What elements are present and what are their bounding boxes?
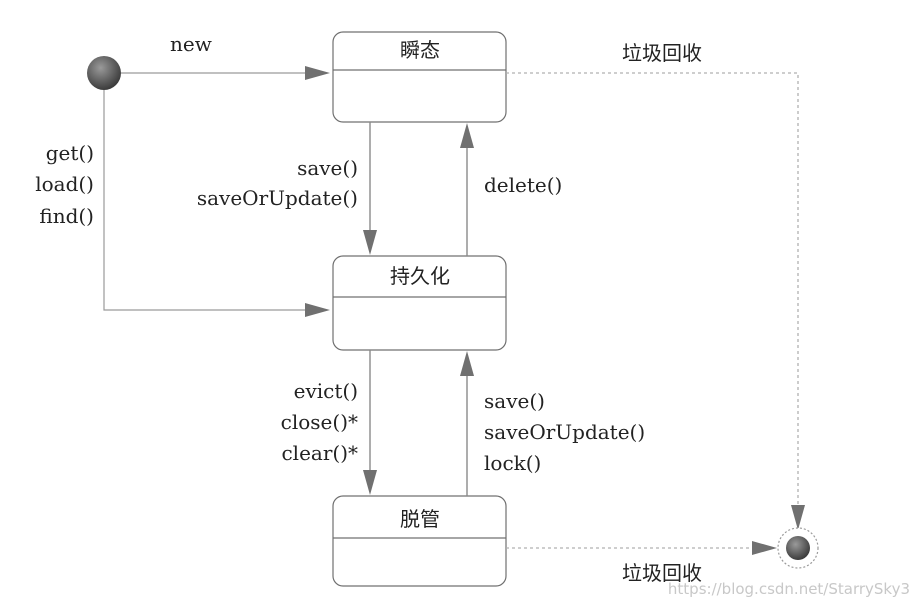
state-transient: 瞬态 [332,31,507,123]
watermark: https://blog.csdn.net/StarrySky3 [667,580,910,598]
edge-persistent-to-detached [363,350,377,495]
label-find: find() [39,204,94,228]
state-detached: 脱管 [332,495,507,587]
label-gc-top: 垃圾回收 [622,41,702,65]
label-save: save() [297,156,358,180]
edge-detached-to-persistent [460,351,474,496]
label-saveOrUpdate: saveOrUpdate() [197,186,358,210]
edge-get-load-find [103,90,330,317]
state-persistent: 持久化 [332,255,507,351]
label-lock: lock() [484,451,541,475]
edge-persistent-to-transient [460,123,474,256]
label-evict: evict() [294,379,358,403]
edge-new [121,66,330,80]
label-clear: clear()* [281,441,358,465]
label-get: get() [46,141,94,165]
label-new: new [170,32,212,56]
label-close: close()* [281,410,358,434]
initial-state-dot [87,56,121,90]
label-save-reattach: save() [484,389,545,413]
label-gc-bottom: 垃圾回收 [622,561,702,585]
label-delete: delete() [484,173,562,197]
state-detached-label: 脱管 [400,507,440,531]
label-saveOrUpdate-reattach: saveOrUpdate() [484,420,645,444]
label-load: load() [35,172,94,196]
final-state [777,527,819,569]
edge-transient-to-persistent [363,122,377,255]
state-transient-label: 瞬态 [400,38,440,62]
edge-transient-gc [506,72,805,530]
state-persistent-label: 持久化 [390,264,450,288]
edge-detached-gc [506,541,777,555]
